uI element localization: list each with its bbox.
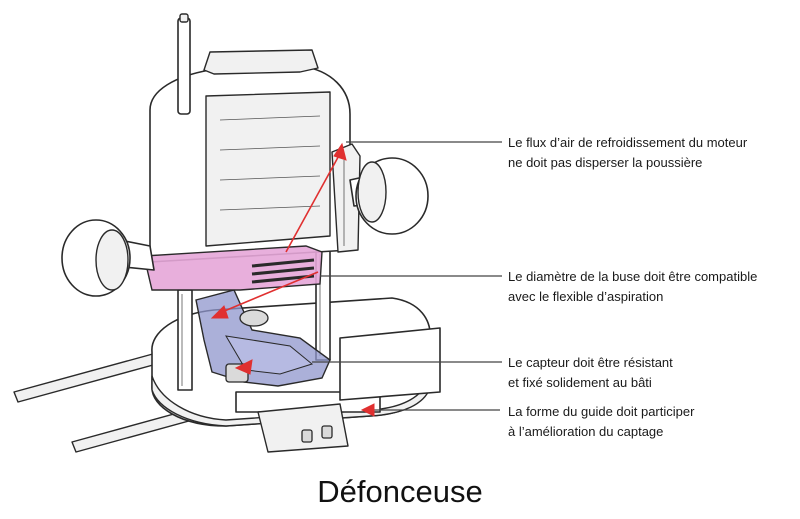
parallel-guide-plate (339, 327, 441, 401)
callout-sensor: Le capteur doit être résistant et fixé s… (508, 353, 673, 393)
arrow-sensor-head (234, 359, 253, 375)
parallel-guide-foot (257, 403, 349, 453)
guide-screw-1 (301, 429, 313, 443)
handle-knob-left-rim (95, 229, 129, 291)
red-arrows (210, 142, 500, 417)
cooling-vents (251, 258, 315, 284)
callout-airflow: Le flux d’air de refroidissement du mote… (508, 133, 747, 173)
motor-housing-front (205, 91, 331, 247)
router-drawing (13, 13, 441, 453)
callout-guide-line-1: La forme du guide doit participer (508, 404, 695, 419)
callout-guide: La forme du guide doit participer à l’am… (508, 402, 694, 442)
callout-nozzle: Le diamètre de la buse doit être compati… (508, 267, 757, 307)
top-rod (177, 17, 191, 115)
callout-sensor-line-1: Le capteur doit être résistant (508, 355, 673, 370)
arrow-nozzle-head (210, 305, 229, 319)
callout-lines (312, 141, 502, 363)
motor-top-cap (203, 49, 319, 75)
callout-nozzle-line-2: avec le flexible d’aspiration (508, 289, 664, 304)
callout-airflow-line-1: Le flux d’air de refroidissement du mote… (508, 135, 748, 150)
arrow-airflow-shaft (285, 149, 343, 253)
callout-guide-line-2: à l’amélioration du captage (508, 424, 664, 439)
column-left (177, 289, 193, 391)
arrow-airflow-head (333, 142, 347, 161)
arrow-guide-head (360, 403, 375, 417)
callout-airflow-line-2: ne doit pas disperser la poussière (508, 155, 703, 170)
callout-nozzle-line-1: Le diamètre de la buse doit être compati… (508, 269, 758, 284)
callout-sensor-line-2: et fixé solidement au bâti (508, 375, 652, 390)
collet (239, 309, 269, 327)
guide-rod-upper (13, 351, 165, 403)
top-rod-tip (179, 13, 189, 23)
arrow-nozzle-shaft (221, 271, 319, 313)
guide-screw-2 (321, 425, 333, 439)
diagram-caption: Défonceuse (317, 474, 483, 509)
handle-knob-right-rim (357, 161, 387, 223)
